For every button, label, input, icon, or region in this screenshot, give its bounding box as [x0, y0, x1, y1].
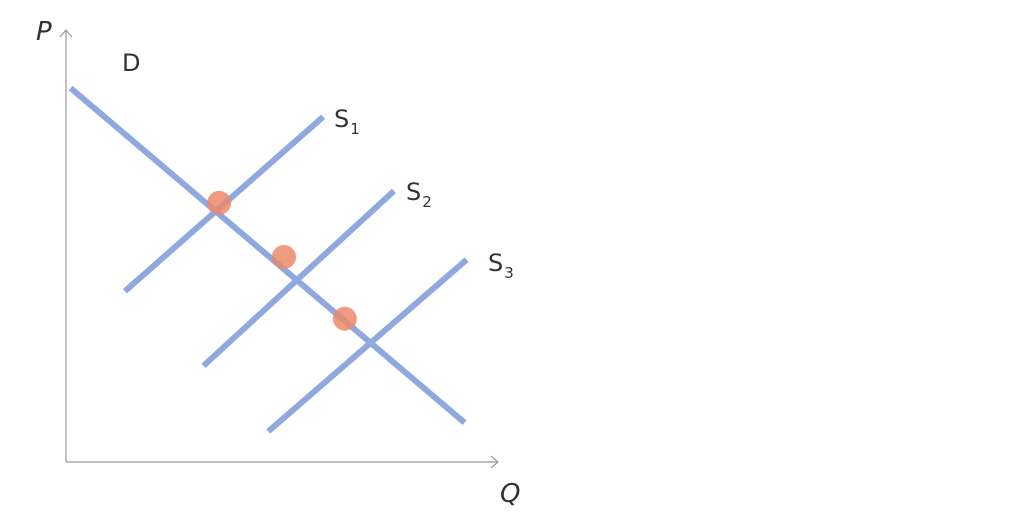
demand-label: D — [122, 49, 140, 77]
equilibrium-point-2 — [272, 245, 296, 269]
x-axis-label: Q — [500, 479, 520, 509]
supply-3-label: S3 — [488, 249, 514, 282]
x-axis-arrow-icon — [490, 455, 499, 469]
supply-curve-3 — [266, 257, 469, 434]
supply-2-label: S2 — [406, 178, 432, 211]
y-axis-arrow-icon — [59, 29, 73, 38]
equilibrium-point-3 — [332, 306, 357, 331]
equilibrium-points — [207, 190, 357, 331]
axes — [59, 29, 499, 469]
curve-labels: D S1 S2 S3 — [122, 49, 514, 282]
equilibrium-point-1 — [207, 190, 232, 215]
demand-curve — [68, 85, 467, 425]
curves — [68, 85, 469, 434]
supply-1-label: S1 — [334, 105, 360, 138]
y-axis-label: P — [36, 17, 52, 47]
